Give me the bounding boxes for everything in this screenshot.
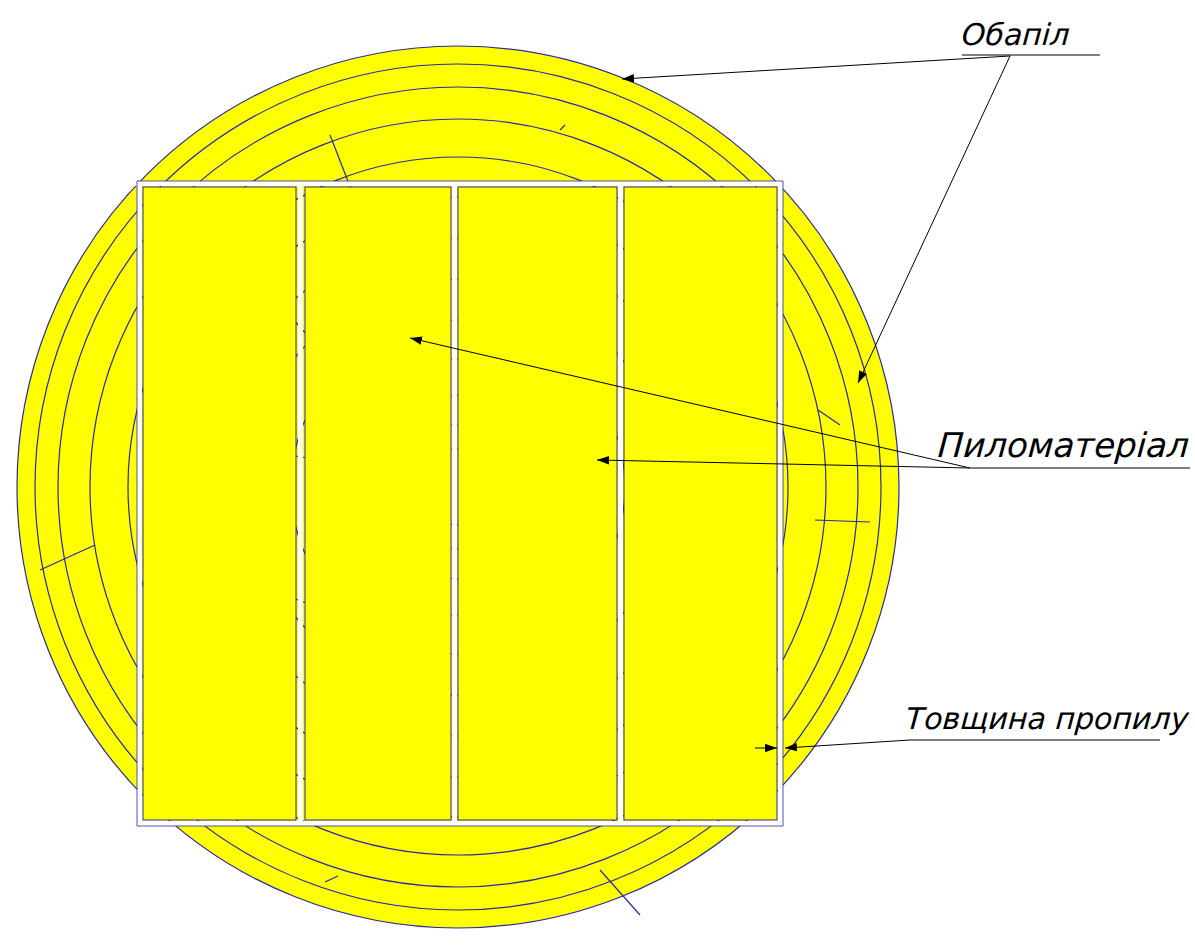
kerf-label: Товщина пропилу (905, 704, 1190, 734)
leader-lines (410, 55, 1190, 748)
log-outline (17, 46, 899, 928)
growth-rings (35, 64, 881, 910)
boards (143, 187, 777, 820)
cracks (40, 125, 870, 915)
waste-label: Обапіл (961, 20, 1071, 50)
saw-kerfs (135, 183, 783, 824)
lumber-label: Пиломатеріал (937, 428, 1190, 462)
kerf-edges (137, 181, 783, 826)
